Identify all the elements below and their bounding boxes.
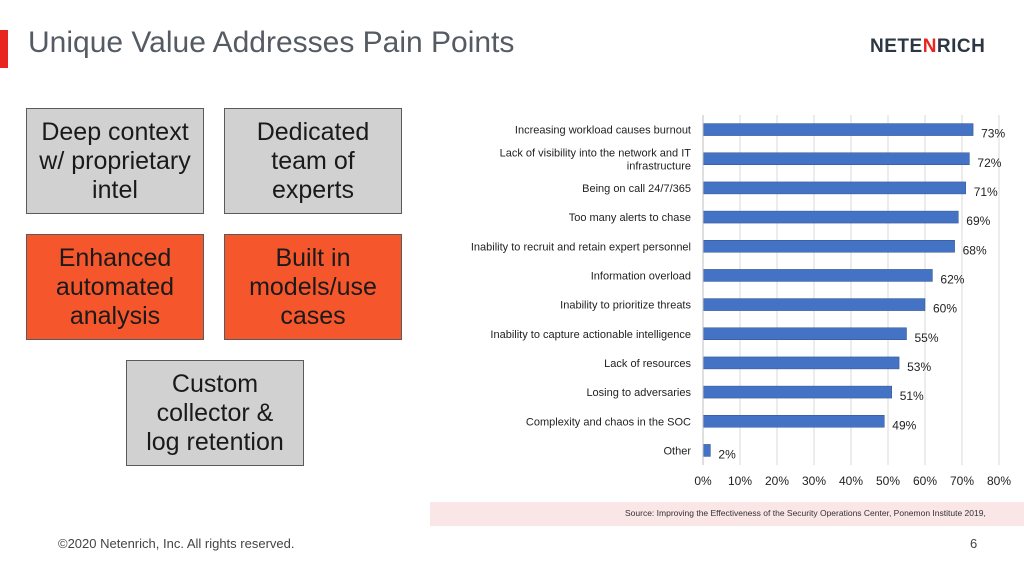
x-tick-label: 10% bbox=[728, 474, 752, 488]
bar bbox=[702, 240, 955, 253]
box-deep-context: Deep context w/ proprietary intel bbox=[26, 108, 204, 214]
category-label: Inability to prioritize threats bbox=[560, 300, 691, 312]
bar bbox=[702, 298, 926, 311]
x-tick-label: 0% bbox=[694, 474, 712, 488]
category-label: Inability to recruit and retain expert p… bbox=[471, 241, 691, 253]
value-label: 49% bbox=[892, 418, 916, 432]
box-dedicated-team: Dedicated team of experts bbox=[224, 108, 402, 214]
box-built-in-models: Built in models/use cases bbox=[224, 234, 402, 340]
bar bbox=[702, 385, 892, 399]
bar bbox=[702, 415, 885, 428]
netenrich-logo: NETENRICH bbox=[870, 36, 985, 58]
value-label: 2% bbox=[718, 447, 736, 461]
pain-points-bar-chart: 0% 10% 20% 30% 40% 50% 60% 70% 80% Increasing wor… bbox=[430, 110, 1024, 502]
category-label: Lack of resources bbox=[604, 358, 691, 370]
logo-mark: N bbox=[922, 36, 937, 57]
x-tick-label: 70% bbox=[950, 474, 974, 488]
category-label: Information overload bbox=[591, 270, 691, 282]
value-label: 51% bbox=[900, 389, 924, 403]
category-label: Increasing workload causes burnout bbox=[515, 125, 691, 137]
source-citation: Source: Improving the Effectiveness of t… bbox=[430, 502, 1024, 526]
bar bbox=[702, 210, 959, 224]
bar bbox=[702, 181, 966, 195]
logo-prefix: NETE bbox=[870, 36, 923, 57]
value-label: 71% bbox=[974, 185, 998, 199]
category-label: Inability to capture actionable intellig… bbox=[490, 329, 691, 341]
value-label: 60% bbox=[933, 302, 957, 316]
bar bbox=[702, 123, 974, 136]
category-label: Too many alerts to chase bbox=[569, 212, 691, 224]
category-label: Being on call 24/7/365 bbox=[582, 183, 691, 195]
value-label: 55% bbox=[915, 331, 939, 345]
value-label: 72% bbox=[977, 156, 1001, 170]
category-label: Losing to adversaries bbox=[586, 387, 691, 399]
value-label: 69% bbox=[966, 214, 990, 228]
bar bbox=[702, 152, 970, 165]
slide-title: Unique Value Addresses Pain Points bbox=[28, 26, 515, 59]
box-enhanced-analysis: Enhanced automated analysis bbox=[26, 234, 204, 340]
x-tick-label: 20% bbox=[765, 474, 789, 488]
x-tick-label: 30% bbox=[802, 474, 826, 488]
x-tick-label: 50% bbox=[876, 474, 900, 488]
bar bbox=[702, 356, 900, 370]
bar-chart-svg: 0% 10% 20% 30% 40% 50% 60% 70% 80% Increasing wor… bbox=[471, 115, 1011, 488]
x-tick-label: 80% bbox=[987, 474, 1011, 488]
box-custom-collector: Custom collector & log retention bbox=[126, 360, 304, 466]
x-tick-label: 60% bbox=[913, 474, 937, 488]
copyright-footer: ©2020 Netenrich, Inc. All rights reserve… bbox=[58, 536, 295, 551]
category-label: Lack of visibility into the network and … bbox=[500, 147, 692, 159]
x-tick-label: 40% bbox=[839, 474, 863, 488]
bar bbox=[702, 269, 933, 282]
title-accent-bar bbox=[0, 30, 8, 68]
bar bbox=[702, 444, 711, 457]
bar bbox=[702, 327, 907, 340]
category-label: infrastructure bbox=[627, 160, 691, 172]
value-label: 68% bbox=[963, 243, 987, 257]
category-label: Complexity and chaos in the SOC bbox=[526, 416, 691, 428]
value-label: 53% bbox=[907, 360, 931, 374]
page-number: 6 bbox=[970, 536, 978, 551]
value-label: 62% bbox=[940, 272, 964, 286]
category-label: Other bbox=[663, 445, 691, 457]
value-label: 73% bbox=[981, 127, 1005, 141]
logo-suffix: RICH bbox=[936, 36, 986, 57]
